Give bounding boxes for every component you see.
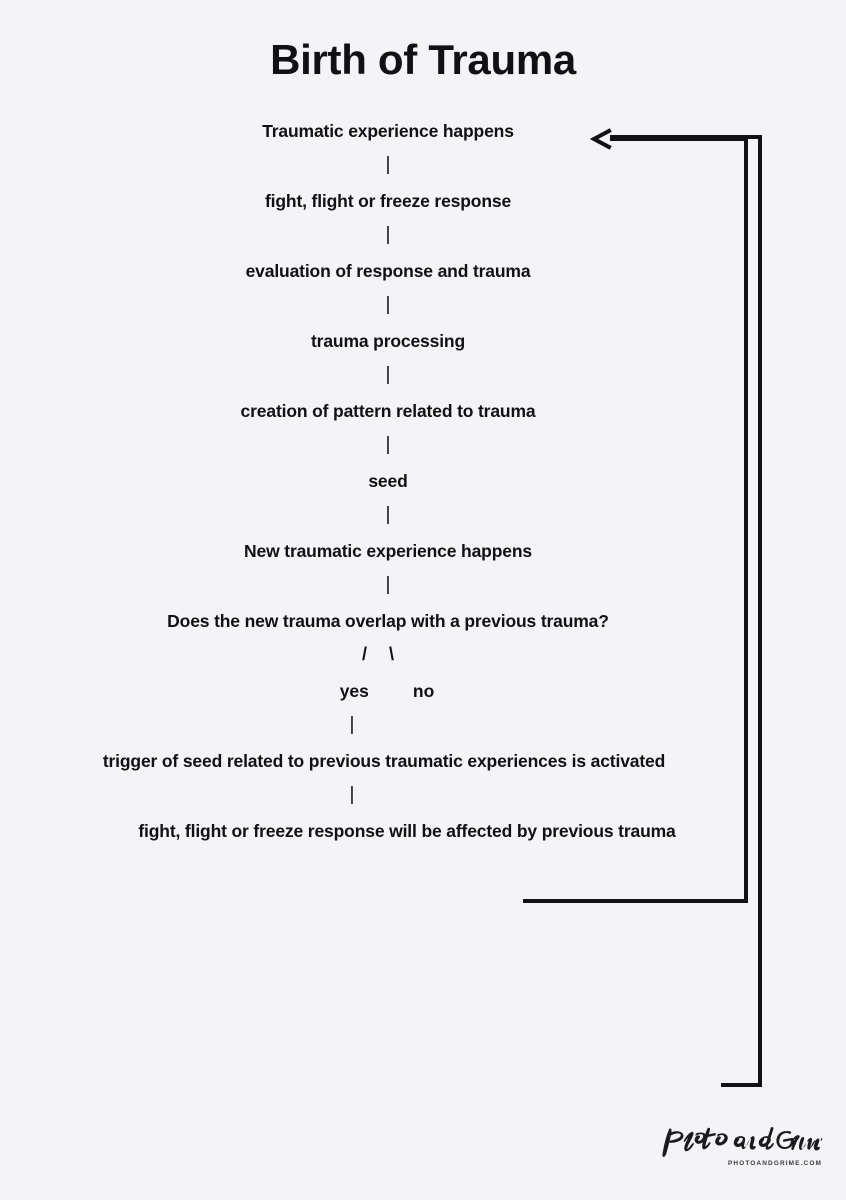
flow-node-row: seed bbox=[0, 470, 846, 492]
connector-pipe-icon: | bbox=[385, 294, 391, 315]
flow-node-trauma-processing: trauma processing bbox=[310, 331, 466, 351]
photoandgrime-logo-icon bbox=[662, 1126, 823, 1157]
decision-answer-no: no bbox=[412, 681, 435, 701]
decision-answers: yes no bbox=[340, 681, 435, 701]
branch-left-slash-icon: / bbox=[361, 644, 389, 664]
connector-pipe-icon: | bbox=[385, 154, 391, 175]
flow-node-creation-of-pattern-related-to-trauma: creation of pattern related to trauma bbox=[240, 401, 536, 421]
flow-connector-row: | bbox=[0, 282, 846, 330]
flow-connector-row: | bbox=[0, 772, 846, 820]
connector-pipe-icon: | bbox=[349, 784, 355, 805]
flow-node-seed: seed bbox=[368, 471, 408, 491]
flow-node-row: evaluation of response and trauma bbox=[0, 260, 846, 282]
flow-node-evaluation-of-response-and-trauma: evaluation of response and trauma bbox=[245, 261, 531, 281]
flow-node-response-affected-by-previous-trauma: fight, flight or freeze response will be… bbox=[138, 821, 676, 841]
flow-node-traumatic-experience-happens: Traumatic experience happens bbox=[262, 121, 514, 141]
flow-connector-row: | bbox=[0, 702, 846, 750]
flow-connector-row: | bbox=[0, 492, 846, 540]
flow-node-new-traumatic-experience-happens: New traumatic experience happens bbox=[244, 541, 532, 561]
flow-node-row: fight, flight or freeze response bbox=[0, 190, 846, 212]
branch-slashes-icon: /\ bbox=[362, 644, 416, 664]
branch-right-slash-icon: \ bbox=[389, 644, 417, 664]
connector-pipe-icon: | bbox=[349, 714, 355, 735]
flow-connector-row: | bbox=[0, 352, 846, 400]
flow-decision-answers-row: yes no bbox=[0, 680, 846, 702]
decision-answer-yes: yes bbox=[339, 681, 369, 701]
connector-pipe-icon: | bbox=[385, 504, 391, 525]
page-title: Birth of Trauma bbox=[270, 36, 576, 83]
flowchart: Traumatic experience happens | fight, fl… bbox=[0, 120, 846, 842]
watermark: PHOTOANDGRIME.COM bbox=[654, 1122, 824, 1182]
flow-connector-row: | bbox=[0, 422, 846, 470]
flow-node-trigger-of-seed-activated: trigger of seed related to previous trau… bbox=[102, 751, 666, 771]
flow-node-row: New traumatic experience happens bbox=[0, 540, 846, 562]
flow-branch-row: /\ bbox=[0, 632, 846, 680]
flow-node-row: Does the new trauma overlap with a previ… bbox=[0, 610, 846, 632]
watermark-url: PHOTOANDGRIME.COM bbox=[727, 1160, 822, 1167]
connector-pipe-icon: | bbox=[385, 224, 391, 245]
connector-pipe-icon: | bbox=[385, 574, 391, 595]
flow-node-row: trauma processing bbox=[0, 330, 846, 352]
connector-pipe-icon: | bbox=[385, 434, 391, 455]
flow-connector-row: | bbox=[0, 562, 846, 610]
flow-node-row: Traumatic experience happens bbox=[0, 120, 846, 142]
flow-node-fight-flight-freeze-response: fight, flight or freeze response bbox=[264, 191, 512, 211]
flow-connector-row: | bbox=[0, 142, 846, 190]
flow-node-row: fight, flight or freeze response will be… bbox=[0, 820, 846, 842]
connector-pipe-icon: | bbox=[385, 364, 391, 385]
flow-node-row: trigger of seed related to previous trau… bbox=[0, 750, 846, 772]
flow-node-decision-question: Does the new trauma overlap with a previ… bbox=[167, 611, 609, 631]
flow-connector-row: | bbox=[0, 212, 846, 260]
flow-node-row: creation of pattern related to trauma bbox=[0, 400, 846, 422]
